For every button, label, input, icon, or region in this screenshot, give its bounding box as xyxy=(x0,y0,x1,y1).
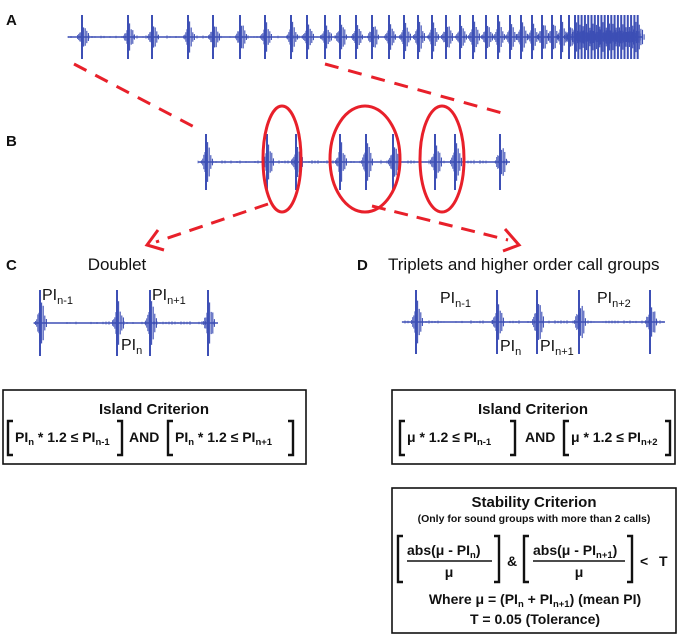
bracket-close xyxy=(494,534,501,584)
stability-less-than: < xyxy=(640,553,648,569)
island-heading-triplet: Island Criterion xyxy=(478,401,588,418)
zoom-line-right xyxy=(324,62,503,115)
bracket-close xyxy=(288,419,295,457)
arrow-to-triplet-head xyxy=(502,228,522,253)
island-criterion-box-triplet xyxy=(391,389,676,465)
bracket-close xyxy=(665,419,672,457)
island-right-condition-doublet: PIn * 1.2 ≤ PIn+1 xyxy=(175,429,273,448)
tolerance-definition: T = 0.05 (Tolerance) xyxy=(470,611,600,627)
stability-threshold: T xyxy=(659,553,668,569)
panel-c-letter: C xyxy=(6,257,17,274)
pi-label-d-n-plus-1: PIn+1 xyxy=(540,338,574,358)
panel-d-waveform xyxy=(401,290,665,354)
bracket-open xyxy=(398,419,405,457)
arrow-to-doublet xyxy=(155,202,269,244)
panel-b-letter: B xyxy=(6,133,17,150)
bracket-open xyxy=(166,419,173,457)
stability-amp: & xyxy=(507,553,517,569)
zoom-line-left xyxy=(73,62,201,132)
island-left-condition-doublet: PIn * 1.2 ≤ PIn-1 xyxy=(15,429,110,448)
bracket-open xyxy=(6,419,13,457)
fraction-2-denominator: μ xyxy=(575,564,584,580)
pi-label-c-n: PIn xyxy=(121,337,142,357)
pi-label-d-n-plus-2: PIn+2 xyxy=(597,290,631,310)
island-left-condition-triplet: μ * 1.2 ≤ PIn-1 xyxy=(407,429,492,448)
bracket-close xyxy=(510,419,517,457)
bracket-close xyxy=(627,534,634,584)
bracket-open xyxy=(396,534,403,584)
stability-note: (Only for sound groups with more than 2 … xyxy=(418,513,651,525)
triplet-highlight xyxy=(328,104,402,214)
pi-label-d-n-minus-1: PIn-1 xyxy=(440,290,471,310)
arrow-to-doublet-head xyxy=(144,229,165,252)
fraction-1-denominator: μ xyxy=(445,564,454,580)
mean-pi-definition: Where μ = (PIn + PIn+1) (mean PI) xyxy=(429,591,641,610)
panel-a-waveform xyxy=(67,15,645,59)
island-right-condition-triplet: μ * 1.2 ≤ PIn+2 xyxy=(571,429,658,448)
doublet-title: Doublet xyxy=(88,255,147,274)
group-highlight xyxy=(418,104,466,214)
pi-label-c-n-minus-1: PIn-1 xyxy=(42,287,73,307)
island-criterion-box-doublet xyxy=(2,389,307,465)
stability-heading: Stability Criterion xyxy=(471,494,596,511)
fraction-2-numerator: abs(μ - PIn+1) xyxy=(533,542,617,561)
doublet-highlight xyxy=(261,104,303,214)
bracket-open xyxy=(522,534,529,584)
arrow-to-triplet xyxy=(371,204,509,242)
island-and-triplet: AND xyxy=(525,429,555,445)
panel-c-waveform xyxy=(33,290,218,356)
fraction-1-numerator: abs(μ - PIn) xyxy=(407,542,481,561)
panel-a-letter: A xyxy=(6,12,17,29)
pi-label-c-n-plus-1: PIn+1 xyxy=(152,287,186,307)
bracket-close xyxy=(117,419,124,457)
island-heading-doublet: Island Criterion xyxy=(99,401,209,418)
pi-label-d-n: PIn xyxy=(500,338,521,358)
panel-b-waveform xyxy=(197,134,510,190)
island-and-doublet: AND xyxy=(129,429,159,445)
panel-d-letter: D xyxy=(357,257,368,274)
bracket-open xyxy=(562,419,569,457)
triplet-title: Triplets and higher order call groups xyxy=(388,255,660,274)
